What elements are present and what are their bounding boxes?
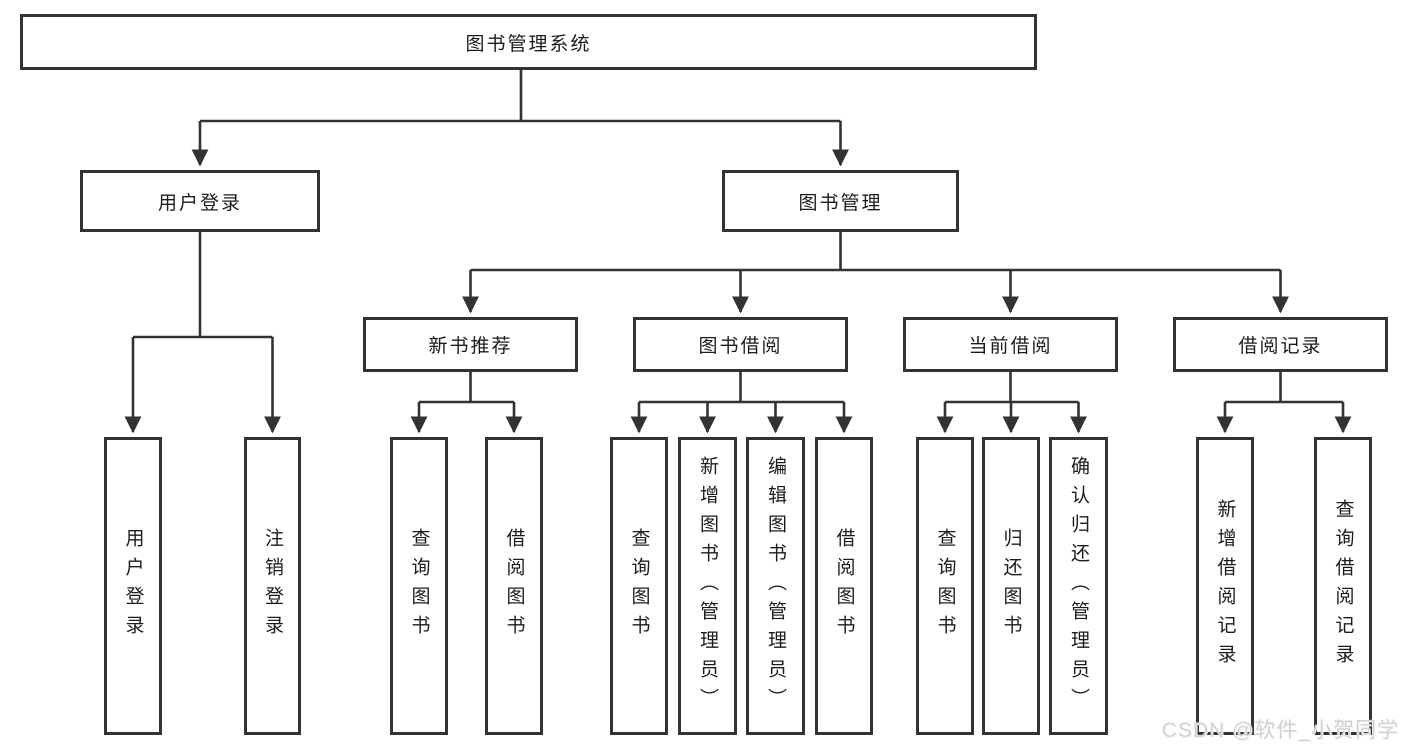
node-book-borrow-label: 图书借阅 (698, 336, 783, 357)
node-user-login: 用户登录 (80, 170, 320, 232)
node-new-book-recommend: 新书推荐 (363, 317, 578, 372)
node-current-borrow-label: 当前借阅 (968, 336, 1053, 357)
leaf-bb-add-book-admin: 新增图书（管理员） (678, 437, 737, 735)
node-new-book-recommend-label: 新书推荐 (428, 336, 513, 357)
leaf-br-query-record: 查询借阅记录 (1314, 437, 1372, 735)
watermark: CSDN @软件_小贺同学 (1161, 719, 1399, 742)
leaf-bb-edit-book-admin: 编辑图书（管理员） (746, 437, 805, 735)
leaf-nb-borrow-book-label: 借阅图书 (503, 528, 525, 644)
leaf-bb-query-book: 查询图书 (610, 437, 668, 735)
node-book-borrow: 图书借阅 (633, 317, 848, 372)
node-borrow-record-label: 借阅记录 (1238, 336, 1323, 357)
leaf-br-add-record-label: 新增借阅记录 (1214, 499, 1236, 673)
leaf-cb-query-book-label: 查询图书 (934, 528, 956, 644)
node-book-management: 图书管理 (722, 170, 959, 232)
leaf-logout-label: 注销登录 (262, 528, 283, 644)
leaf-bb-query-book-label: 查询图书 (628, 528, 650, 644)
leaf-nb-borrow-book: 借阅图书 (485, 437, 543, 735)
leaf-cb-return-book: 归还图书 (982, 437, 1040, 735)
leaf-cb-confirm-return-admin-label: 确认归还（管理员） (1068, 455, 1089, 717)
leaf-bb-add-book-admin-label: 新增图书（管理员） (697, 455, 718, 717)
leaf-cb-query-book: 查询图书 (916, 437, 974, 735)
node-book-management-label: 图书管理 (798, 192, 883, 214)
leaf-user-login-label: 用户登录 (122, 528, 144, 644)
leaf-bb-borrow-book-label: 借阅图书 (833, 528, 855, 644)
node-current-borrow: 当前借阅 (903, 317, 1118, 372)
node-root-label: 图书管理系统 (465, 33, 592, 55)
leaf-nb-query-book-label: 查询图书 (408, 528, 430, 644)
leaf-user-login: 用户登录 (104, 437, 162, 735)
leaf-br-query-record-label: 查询借阅记录 (1332, 499, 1354, 673)
leaf-bb-edit-book-admin-label: 编辑图书（管理员） (765, 455, 786, 717)
leaf-br-add-record: 新增借阅记录 (1196, 437, 1254, 735)
node-user-login-label: 用户登录 (157, 192, 242, 214)
leaf-nb-query-book: 查询图书 (390, 437, 448, 735)
leaf-cb-return-book-label: 归还图书 (1000, 528, 1022, 644)
leaf-bb-borrow-book: 借阅图书 (815, 437, 873, 735)
leaf-logout: 注销登录 (244, 437, 301, 735)
leaf-cb-confirm-return-admin: 确认归还（管理员） (1049, 437, 1108, 735)
node-borrow-record: 借阅记录 (1173, 317, 1388, 372)
node-root: 图书管理系统 (20, 14, 1037, 70)
